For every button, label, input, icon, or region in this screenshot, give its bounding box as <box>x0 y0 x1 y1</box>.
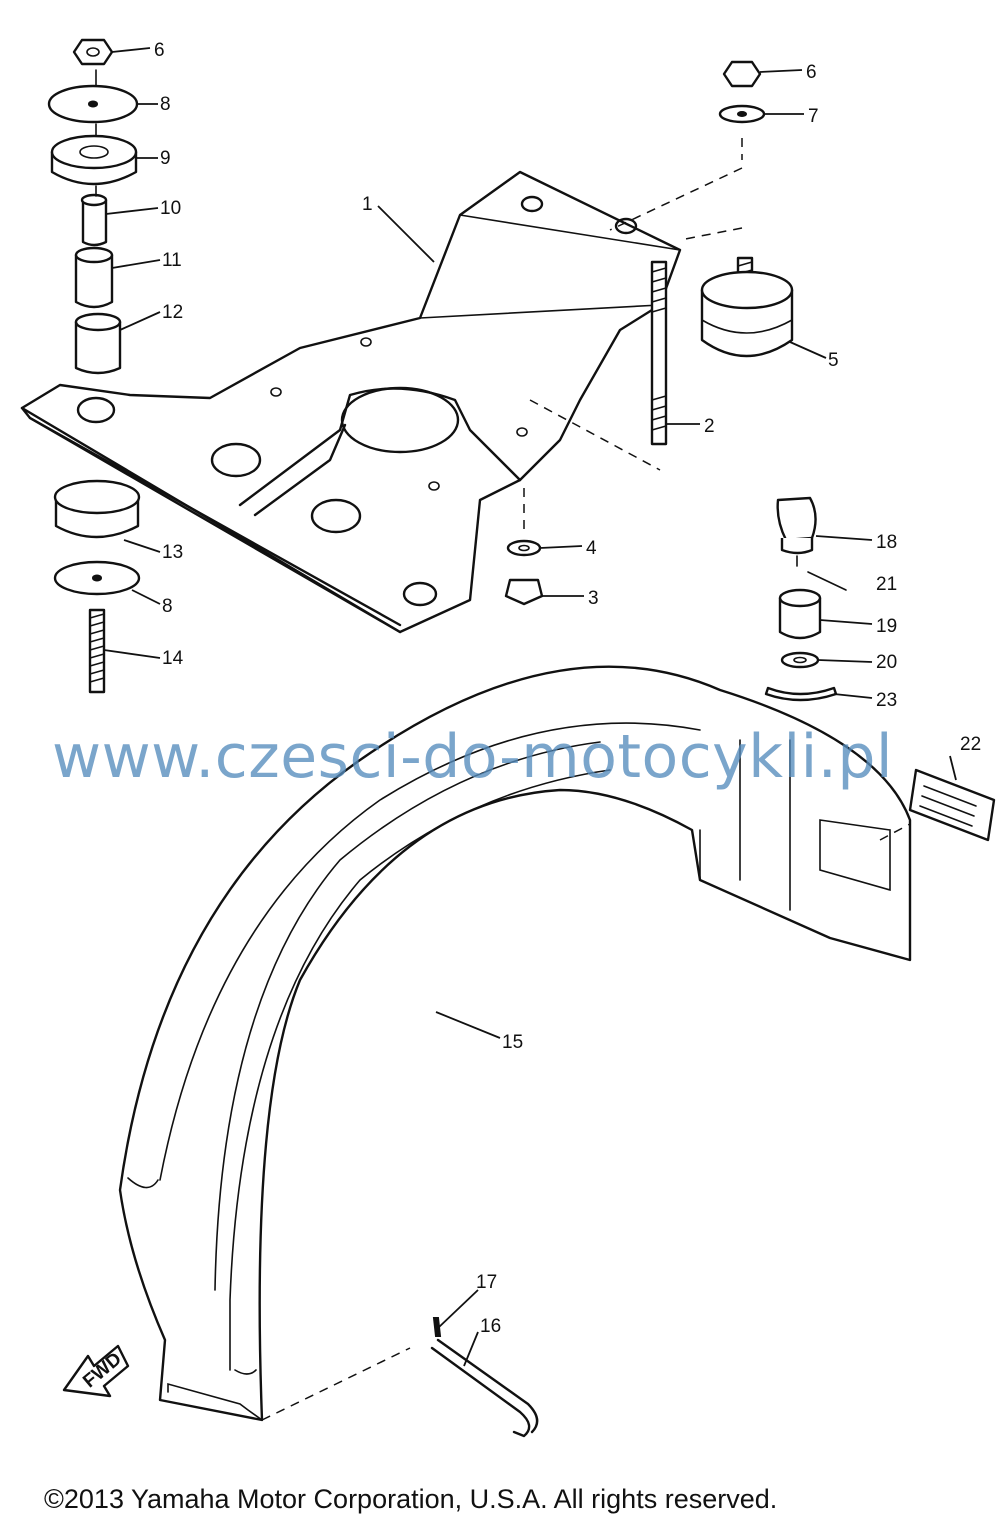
callout-12: 12 <box>162 302 183 323</box>
callout-leaders <box>103 47 957 1367</box>
callout-numbers: 6 8 9 10 11 12 13 8 14 1 6 7 5 2 4 3 18 … <box>154 40 981 1337</box>
callout-14: 14 <box>162 648 184 669</box>
mounting-bracket-plate <box>20 170 682 634</box>
callout-21: 21 <box>876 574 897 595</box>
stud-washer-nut <box>504 260 668 606</box>
fender-rod <box>430 1317 539 1438</box>
callout-11: 11 <box>162 250 182 271</box>
callout-10: 10 <box>160 198 181 219</box>
callout-7: 7 <box>808 106 819 127</box>
callout-13: 13 <box>162 542 183 563</box>
callout-1: 1 <box>362 194 373 215</box>
callout-6-left: 6 <box>154 40 165 61</box>
callout-22: 22 <box>960 734 981 755</box>
right-small-parts <box>764 496 847 702</box>
callout-17: 17 <box>476 1272 497 1293</box>
label-plate <box>908 768 996 842</box>
copyright-notice: ©2013 Yamaha Motor Corporation, U.S.A. A… <box>44 1484 778 1514</box>
watermark-url: www.czesci-do-motocykli.pl <box>52 722 894 792</box>
left-lower-stack <box>53 479 141 694</box>
fwd-arrow: FWD <box>62 1344 130 1398</box>
callout-3: 3 <box>588 588 599 609</box>
left-mount-stack <box>47 38 139 375</box>
callout-19: 19 <box>876 616 897 637</box>
callout-18: 18 <box>876 532 897 553</box>
callout-4: 4 <box>586 538 597 559</box>
callout-23: 23 <box>876 690 897 711</box>
callout-2: 2 <box>704 416 715 437</box>
callout-5: 5 <box>828 350 839 371</box>
right-mount-stack <box>609 60 794 358</box>
rear-fender <box>118 665 912 1422</box>
callout-15: 15 <box>502 1032 523 1053</box>
callout-16: 16 <box>480 1316 501 1337</box>
callout-8-upper: 8 <box>160 94 171 115</box>
callout-8-lower: 8 <box>162 596 173 617</box>
callout-9: 9 <box>160 148 171 169</box>
callout-20: 20 <box>876 652 897 673</box>
callout-6-right: 6 <box>806 62 817 83</box>
